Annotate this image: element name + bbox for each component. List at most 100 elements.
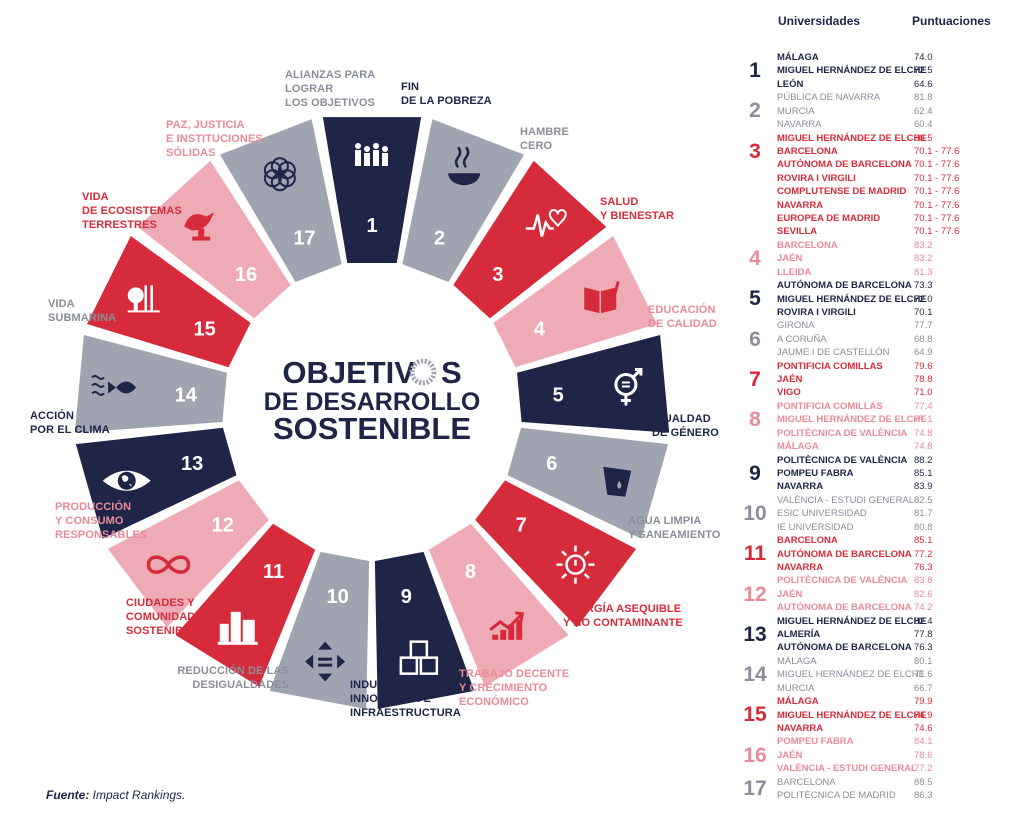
university-name: PONTIFICIA COMILLAS bbox=[777, 360, 883, 372]
university-name: ROVIRA I VIRGILI bbox=[777, 172, 856, 184]
score-value: 70.1 - 77.6 bbox=[914, 186, 960, 198]
goal-segment-shape-14 bbox=[74, 334, 227, 433]
score-value: 82.4 bbox=[914, 615, 933, 627]
university-name: NAVARRA bbox=[777, 722, 824, 734]
score-value: 70.1 - 77.6 bbox=[914, 199, 960, 211]
goal-segment-shape-10 bbox=[269, 551, 370, 709]
goal-number-1: 1 bbox=[366, 215, 377, 237]
score-value: 64.9 bbox=[914, 347, 933, 359]
goal-number-8: 8 bbox=[465, 561, 476, 583]
university-name: LEÓN bbox=[777, 78, 804, 90]
university-name: PÚBLICA DE NAVARRA bbox=[777, 92, 881, 104]
arrows-equality-icon bbox=[305, 641, 346, 682]
header-scores: Puntuaciones bbox=[912, 14, 991, 28]
score-value: 70.1 - 77.6 bbox=[914, 172, 960, 184]
score-value: 76.3 bbox=[914, 642, 933, 654]
university-name: MURCIA bbox=[777, 682, 815, 694]
university-name: POLITÈCNICA DE VALÈNCIA bbox=[777, 575, 908, 587]
university-name: VALÈNCIA - ESTUDI GENERAL bbox=[777, 494, 915, 506]
goal-segment-shape-15 bbox=[86, 236, 251, 368]
university-name: COMPLUTENSE DE MADRID bbox=[777, 186, 907, 198]
university-name: SEVILLA bbox=[777, 226, 818, 238]
score-value: 70.1 bbox=[914, 306, 933, 318]
goal-group-number: 6 bbox=[749, 327, 761, 351]
goal-group-number: 12 bbox=[743, 582, 767, 606]
goal-segment-8: 8 bbox=[428, 523, 569, 687]
university-name: LLEIDA bbox=[777, 266, 812, 278]
university-name: PONTIFICIA COMILLAS bbox=[777, 400, 883, 412]
sdg-ring-icon bbox=[409, 358, 437, 386]
score-value: 68.8 bbox=[914, 333, 933, 345]
goal-segment-3: 3 bbox=[453, 160, 607, 319]
university-name: BARCELONA bbox=[777, 535, 838, 547]
university-name: AUTÓNOMA DE BARCELONA bbox=[777, 602, 912, 614]
goal-group-number: 1 bbox=[749, 59, 761, 83]
score-value: 70.1 - 77.6 bbox=[914, 213, 960, 225]
score-value: 77.1 bbox=[914, 414, 933, 426]
header-universities: Universidades bbox=[778, 14, 861, 28]
university-name: MIGUEL HERNÁNDEZ DE ELCHE bbox=[777, 65, 927, 77]
university-name: AUTÓNOMA DE BARCELONA bbox=[777, 159, 912, 171]
score-value: 76.3 bbox=[914, 561, 933, 573]
goal-segment-shape-11 bbox=[175, 523, 316, 687]
goal-group-number: 5 bbox=[749, 287, 761, 311]
goal-number-7: 7 bbox=[516, 515, 527, 537]
score-value: 85.1 bbox=[914, 468, 933, 479]
score-value: 74.0 bbox=[914, 52, 933, 63]
bowl-icon bbox=[448, 146, 481, 186]
university-name: JAÉN bbox=[777, 749, 803, 761]
fish-icon bbox=[91, 374, 137, 396]
title-line-3: SOSTENIBLE bbox=[273, 411, 471, 446]
university-name: MIGUEL HERNÁNDEZ DE ELCHE bbox=[777, 709, 927, 721]
university-name: MÁLAGA bbox=[777, 696, 819, 708]
score-value: 62.4 bbox=[914, 105, 933, 117]
goal-segment-15: 15 bbox=[86, 236, 251, 368]
university-name: MÁLAGA bbox=[777, 52, 819, 63]
goal-number-11: 11 bbox=[263, 561, 284, 583]
university-name: VALÈNCIA - ESTUDI GENERAL bbox=[777, 763, 917, 775]
goal-group-number: 13 bbox=[743, 622, 767, 646]
goal-segment-shape-5 bbox=[517, 334, 670, 433]
university-name: ALMERÍA bbox=[777, 629, 821, 641]
goal-group-number: 9 bbox=[749, 461, 761, 485]
university-name: POLITÈCNICA DE VALÈNCIA bbox=[777, 427, 908, 439]
university-name: MÁLAGA bbox=[777, 655, 817, 667]
university-name: POMPEU FABRA bbox=[777, 468, 854, 479]
eye-globe-icon bbox=[102, 470, 151, 491]
score-value: 79.6 bbox=[914, 360, 933, 372]
goal-segment-17: 17 bbox=[220, 119, 342, 282]
university-name: MIGUEL HERNÁNDEZ DE ELCHE bbox=[777, 414, 927, 426]
